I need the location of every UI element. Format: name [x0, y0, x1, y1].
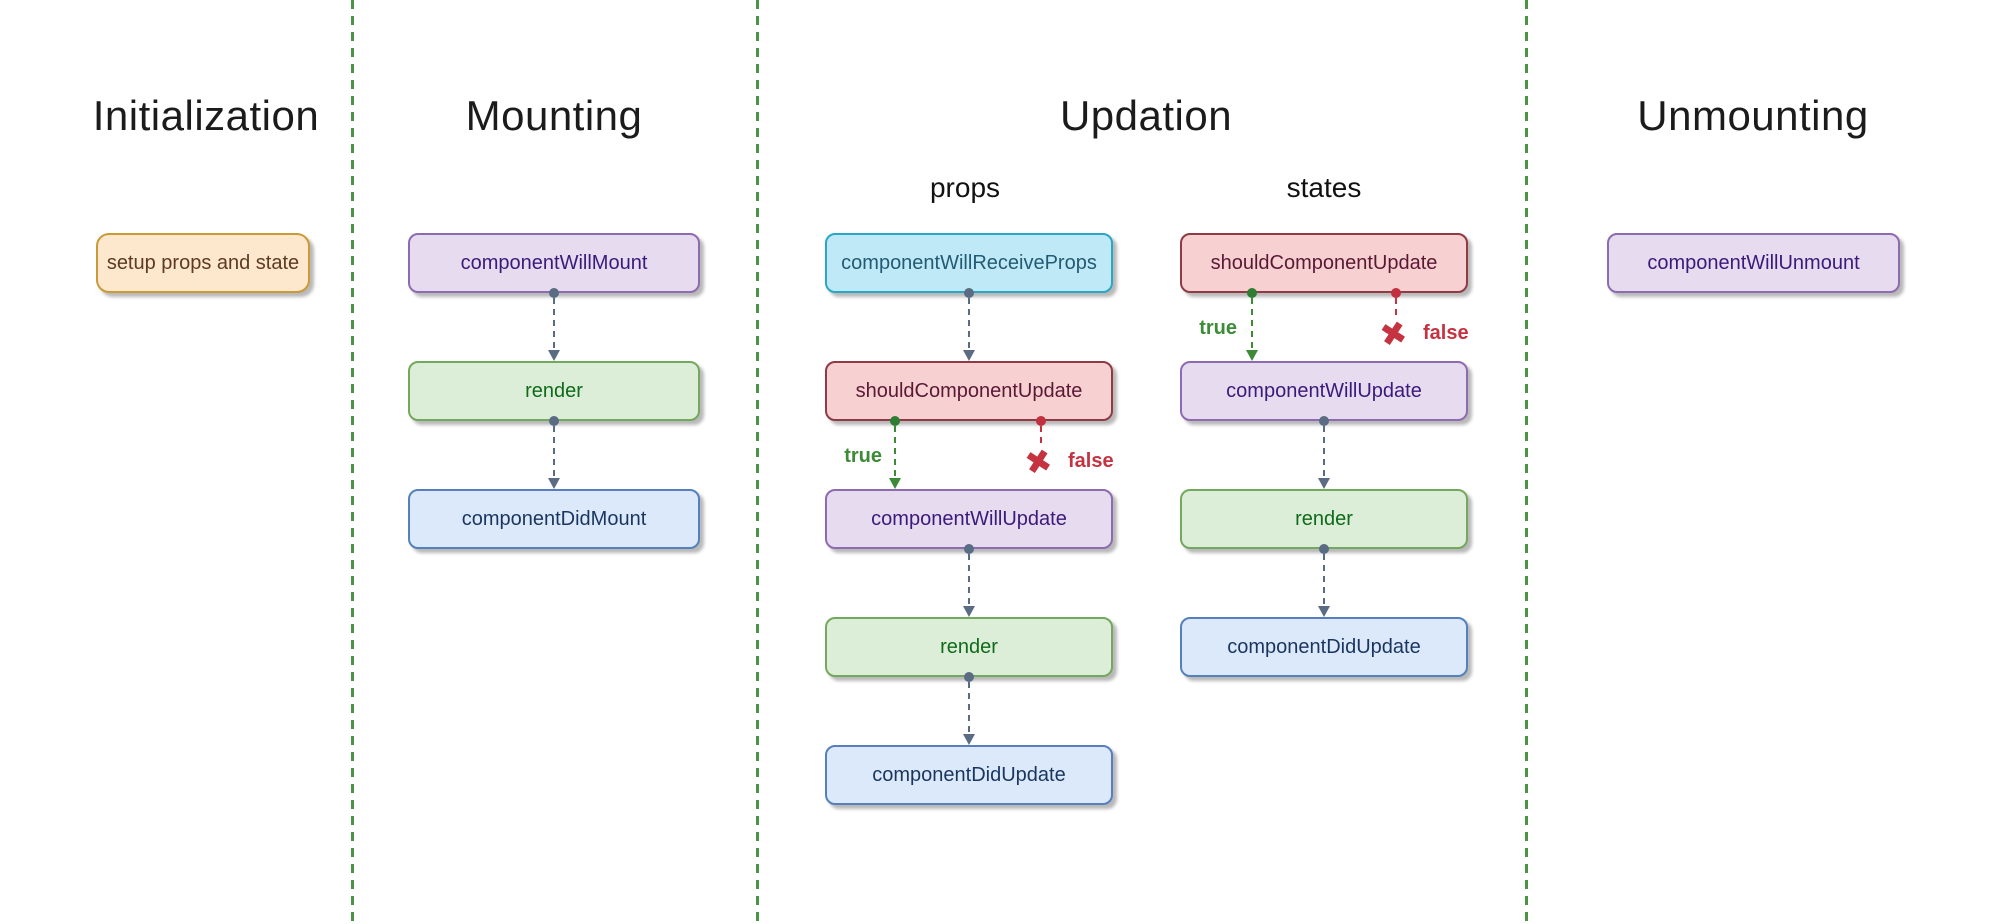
- branch-label-true: true: [1199, 317, 1237, 339]
- node-render-props: render: [825, 617, 1113, 677]
- arrow-down-icon: [548, 350, 560, 361]
- branch-label-false: false: [1423, 322, 1469, 344]
- connector: [962, 288, 976, 361]
- node-shouldcomponentupdate-states: shouldComponentUpdate: [1180, 233, 1468, 293]
- branch-label-false: false: [1068, 450, 1114, 472]
- column-title-unmounting: Unmounting: [1637, 92, 1869, 139]
- connector: [962, 672, 976, 745]
- arrow-down-icon: [1246, 350, 1258, 361]
- column-title-updation: Updation: [1059, 92, 1233, 139]
- subcolumn-header-props: props: [929, 172, 1001, 203]
- node-componentdidmount: componentDidMount: [408, 489, 700, 549]
- column-separator: [351, 0, 354, 924]
- arrow-down-icon: [1318, 478, 1330, 489]
- edge-start-dot: [1036, 416, 1046, 426]
- edge-start-dot: [1319, 544, 1329, 554]
- node-componentwillupdate-props: componentWillUpdate: [825, 489, 1113, 549]
- arrow-down-icon: [963, 606, 975, 617]
- dashed-edge: [894, 426, 896, 478]
- dashed-edge: [553, 298, 555, 350]
- node-componentwillupdate-states: componentWillUpdate: [1180, 361, 1468, 421]
- dashed-edge: [1395, 298, 1397, 320]
- dashed-edge: [1040, 426, 1042, 448]
- dashed-edge: [968, 682, 970, 734]
- dashed-edge: [1323, 426, 1325, 478]
- connector: [1317, 416, 1331, 489]
- edge-start-dot: [964, 672, 974, 682]
- node-componentwillunmount: componentWillUnmount: [1607, 233, 1900, 293]
- dashed-edge: [968, 554, 970, 606]
- connector-true: [888, 416, 902, 489]
- arrow-down-icon: [1318, 606, 1330, 617]
- x-icon: ✖: [1376, 313, 1411, 355]
- node-componentdidupdate-states: componentDidUpdate: [1180, 617, 1468, 677]
- node-componentwillreceiveprops: componentWillReceiveProps: [825, 233, 1113, 293]
- edge-start-dot: [1391, 288, 1401, 298]
- connector: [962, 544, 976, 617]
- column-separator: [1525, 0, 1528, 924]
- edge-start-dot: [1247, 288, 1257, 298]
- connector-true: [1245, 288, 1259, 361]
- edge-start-dot: [964, 544, 974, 554]
- node-setup-props-and-state: setup props and state: [96, 233, 310, 293]
- node-componentwillmount: componentWillMount: [408, 233, 700, 293]
- edge-start-dot: [549, 288, 559, 298]
- dashed-edge: [553, 426, 555, 478]
- dashed-edge: [1323, 554, 1325, 606]
- connector-false: [1034, 416, 1048, 448]
- edge-start-dot: [890, 416, 900, 426]
- connector: [1317, 544, 1331, 617]
- connector-false: [1389, 288, 1403, 320]
- column-title-initialization: Initialization: [92, 92, 320, 139]
- dashed-edge: [1251, 298, 1253, 350]
- connector: [547, 288, 561, 361]
- connector: [547, 416, 561, 489]
- arrow-down-icon: [889, 478, 901, 489]
- edge-start-dot: [1319, 416, 1329, 426]
- dashed-edge: [968, 298, 970, 350]
- node-componentdidupdate-props: componentDidUpdate: [825, 745, 1113, 805]
- edge-start-dot: [549, 416, 559, 426]
- arrow-down-icon: [548, 478, 560, 489]
- node-render-mounting: render: [408, 361, 700, 421]
- edge-start-dot: [964, 288, 974, 298]
- arrow-down-icon: [963, 350, 975, 361]
- node-render-states: render: [1180, 489, 1468, 549]
- arrow-down-icon: [963, 734, 975, 745]
- x-icon: ✖: [1021, 441, 1056, 483]
- column-title-mounting: Mounting: [465, 92, 643, 139]
- node-shouldcomponentupdate-props: shouldComponentUpdate: [825, 361, 1113, 421]
- subcolumn-header-states: states: [1286, 172, 1362, 203]
- column-separator: [756, 0, 759, 924]
- branch-label-true: true: [844, 445, 882, 467]
